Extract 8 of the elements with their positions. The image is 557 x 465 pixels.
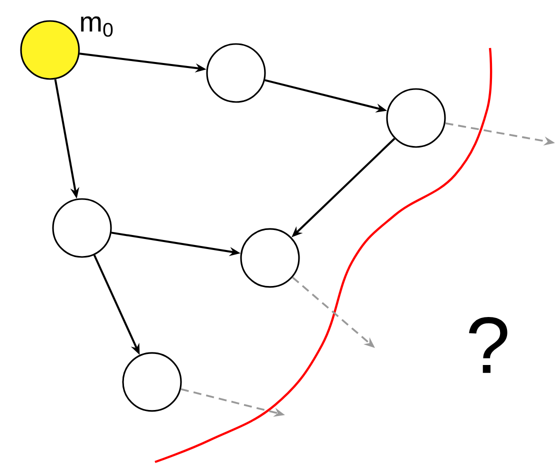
state-circle bbox=[240, 228, 300, 288]
node-label: m$_{0}$ bbox=[81, 16, 113, 37]
state-circle bbox=[206, 43, 266, 103]
state-circle bbox=[386, 88, 446, 148]
question-mark: ? bbox=[469, 317, 508, 373]
state-circle bbox=[122, 352, 182, 412]
state-circle bbox=[52, 198, 112, 258]
state-circle bbox=[20, 20, 80, 80]
